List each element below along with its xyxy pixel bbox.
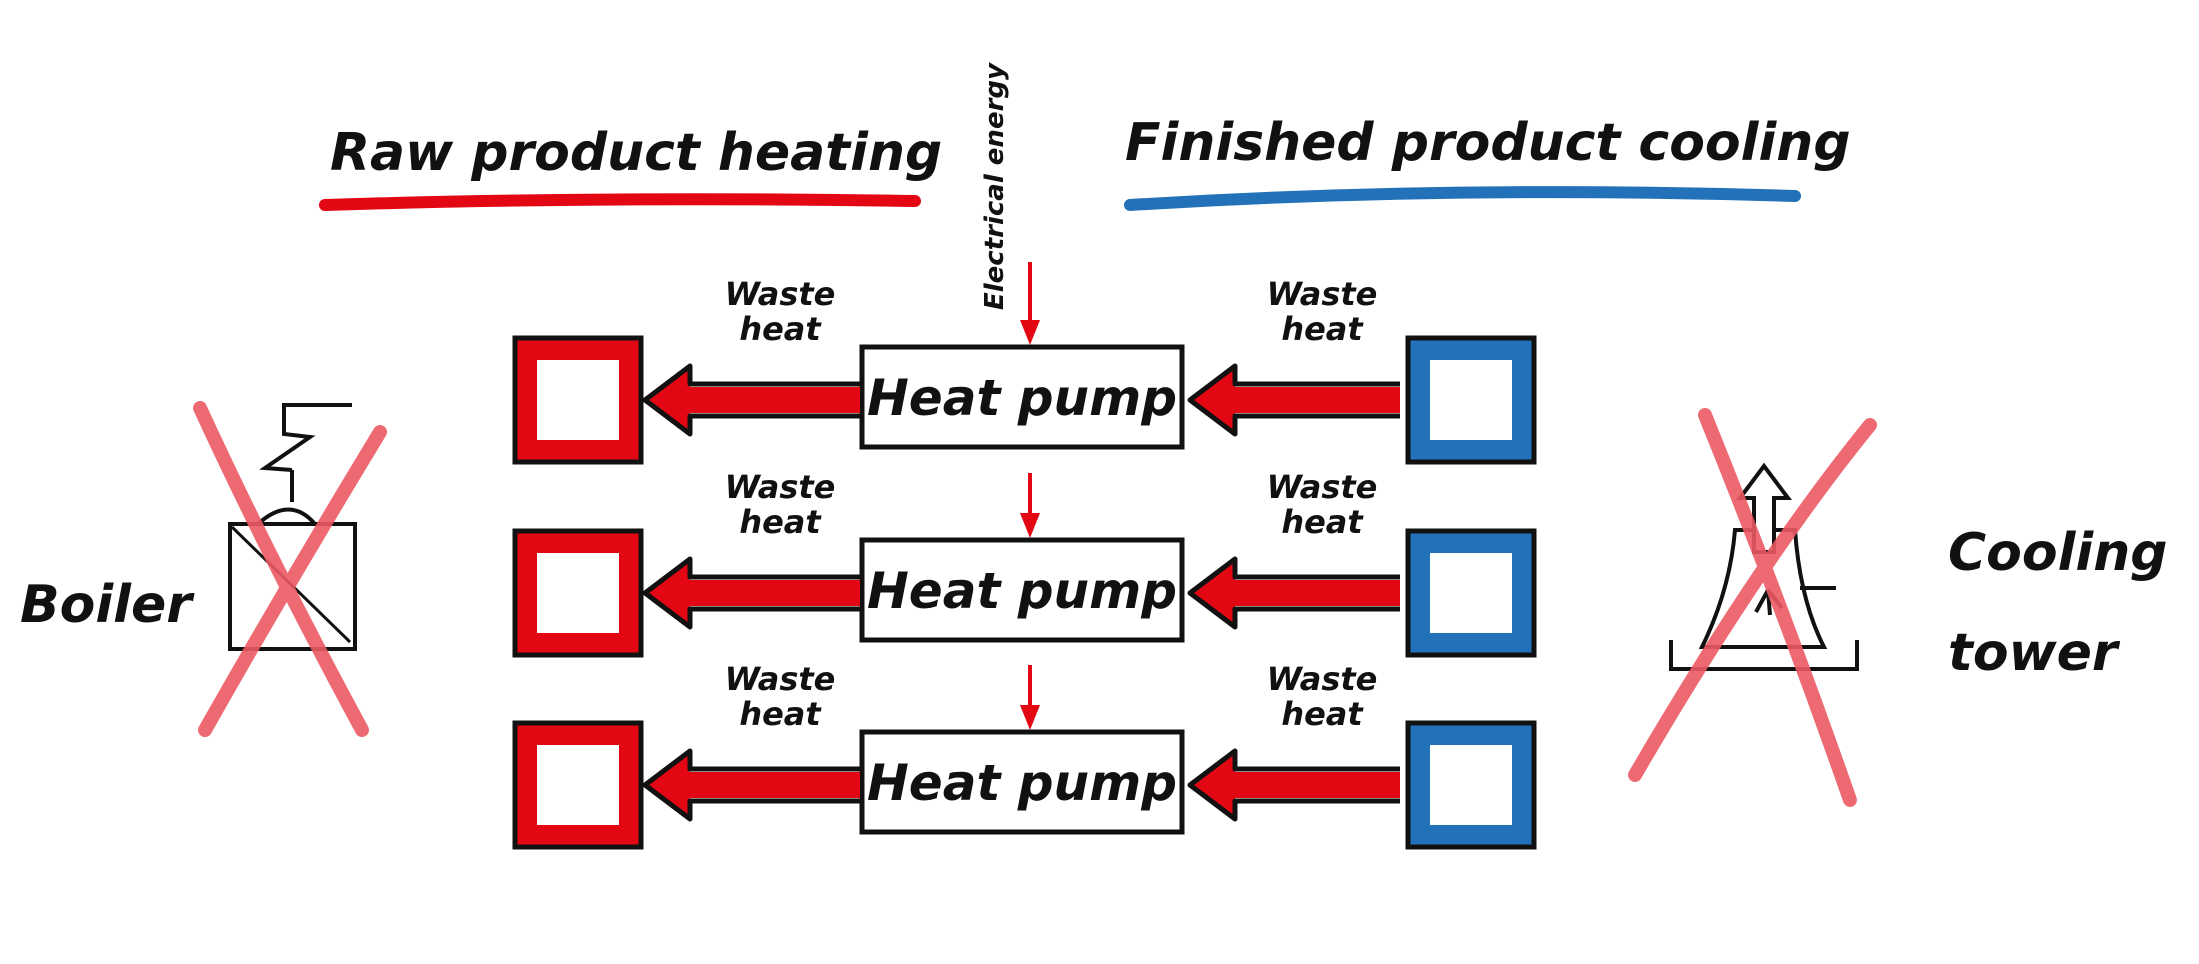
heading-left-underline	[319, 193, 921, 211]
heat-pump-label: Heat pump	[867, 754, 1177, 812]
heat-pump-box: Heat pump	[859, 729, 1185, 835]
boiler-crossed-out-mark	[193, 401, 387, 737]
boiler-label: Boiler	[20, 575, 195, 635]
waste-heat-arrow-from-cooling	[1187, 556, 1400, 630]
waste-heat-label-left-line2: heat	[739, 503, 822, 541]
heat-pump-box: Heat pump	[859, 344, 1185, 450]
waste-heat-label-left-line1: Waste	[725, 468, 836, 506]
waste-heat-label-left-line1: Waste	[725, 275, 836, 313]
cooling-source-square	[1405, 720, 1537, 850]
waste-heat-label-right-line2: heat	[1281, 695, 1364, 733]
electrical-energy-label: Electrical energy	[980, 62, 1010, 310]
heating-consumer-square	[512, 720, 644, 850]
heading-finished-product-cooling: Finished product cooling	[1125, 113, 1851, 173]
waste-heat-arrow-from-cooling	[1187, 748, 1400, 822]
heat-pump-label: Heat pump	[867, 369, 1177, 427]
waste-heat-label-left-line2: heat	[739, 310, 822, 348]
waste-heat-label-right-line1: Waste	[1267, 660, 1378, 698]
waste-heat-arrow-to-heating	[642, 556, 860, 630]
heading-raw-product-heating: Raw product heating	[330, 123, 942, 183]
cooling-tower-label-line1: Cooling	[1948, 523, 2168, 583]
waste-heat-arrow-to-heating	[642, 748, 860, 822]
heat-pump-box: Heat pump	[859, 537, 1185, 643]
cooling-source-square	[1405, 528, 1537, 658]
cooling-source-square	[1405, 335, 1537, 465]
electrical-energy-arrow	[1020, 665, 1040, 730]
waste-heat-arrow-to-heating	[642, 363, 860, 437]
cooling-tower-label-line2: tower	[1948, 623, 2121, 683]
electrical-energy-arrow	[1020, 262, 1040, 345]
electrical-energy-arrow	[1020, 473, 1040, 538]
waste-heat-label-left-line2: heat	[739, 695, 822, 733]
heating-consumer-square	[512, 335, 644, 465]
heading-right-underline	[1124, 186, 1801, 211]
heating-consumer-square	[512, 528, 644, 658]
waste-heat-label-right-line1: Waste	[1267, 275, 1378, 313]
waste-heat-label-right-line1: Waste	[1267, 468, 1378, 506]
heat-pump-label: Heat pump	[867, 562, 1177, 620]
waste-heat-label-right-line2: heat	[1281, 310, 1364, 348]
cooling-tower-crossed-out-mark	[1628, 408, 1877, 807]
waste-heat-arrow-from-cooling	[1187, 363, 1400, 437]
waste-heat-label-left-line1: Waste	[725, 660, 836, 698]
waste-heat-label-right-line2: heat	[1281, 503, 1364, 541]
